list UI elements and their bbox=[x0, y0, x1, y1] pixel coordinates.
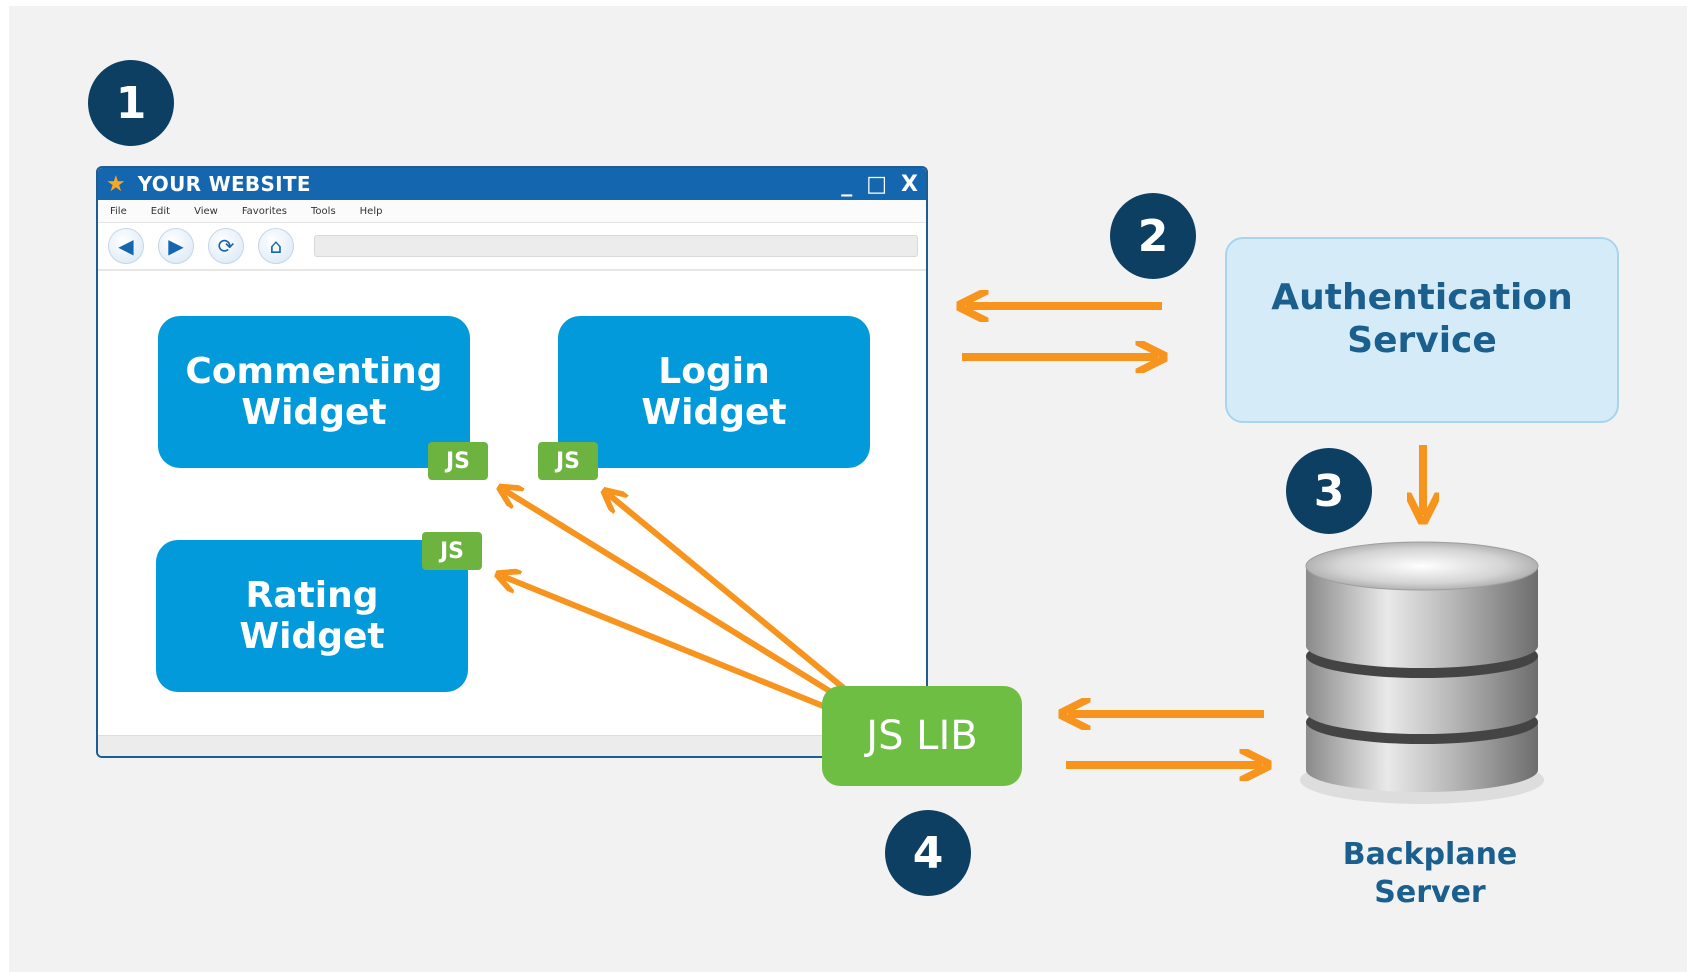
step-badge-4: 4 bbox=[885, 810, 971, 896]
database-server-icon bbox=[1300, 541, 1544, 804]
menu-tools: Tools bbox=[311, 205, 336, 217]
refresh-icon: ⟳ bbox=[208, 228, 244, 264]
browser-title: YOUR WEBSITE bbox=[137, 172, 311, 196]
close-icon: X bbox=[901, 171, 918, 197]
arrow-jslib-to-commenting bbox=[504, 490, 838, 698]
commenting-widget-label: Commenting Widget bbox=[185, 350, 443, 433]
star-icon: ★ bbox=[106, 171, 126, 197]
js-tag-rating: JS bbox=[422, 532, 482, 570]
address-bar bbox=[314, 235, 918, 257]
menu-help: Help bbox=[359, 205, 383, 217]
authentication-service-label: Authentication Service bbox=[1271, 276, 1573, 361]
forward-icon: ▶ bbox=[158, 228, 194, 264]
maximize-icon: □ bbox=[866, 171, 888, 197]
js-tag-login: JS bbox=[538, 442, 598, 480]
browser-menu-bar: File Edit View Favorites Tools Help bbox=[98, 200, 926, 223]
step-badge-3: 3 bbox=[1286, 448, 1372, 534]
rating-widget: Rating Widget bbox=[156, 540, 468, 692]
browser-title-bar: ★ YOUR WEBSITE _ □ X bbox=[98, 168, 926, 200]
menu-favorites: Favorites bbox=[241, 205, 288, 217]
js-tag-commenting: JS bbox=[428, 442, 488, 480]
minimize-icon: _ bbox=[841, 171, 853, 197]
home-icon: ⌂ bbox=[258, 228, 294, 264]
arrow-jslib-to-login bbox=[608, 494, 848, 693]
back-icon: ◀ bbox=[108, 228, 144, 264]
menu-file: File bbox=[110, 205, 127, 217]
menu-view: View bbox=[194, 205, 218, 217]
js-lib-label: JS LIB bbox=[866, 713, 978, 759]
js-lib-box: JS LIB bbox=[822, 686, 1022, 786]
commenting-widget: Commenting Widget bbox=[158, 316, 470, 468]
step-badge-2: 2 bbox=[1110, 193, 1196, 279]
authentication-service-box: Authentication Service bbox=[1225, 237, 1619, 423]
arrow-jslib-to-rating bbox=[502, 576, 830, 711]
browser-status-bar bbox=[98, 735, 926, 756]
login-widget: Login Widget bbox=[558, 316, 870, 468]
rating-widget-label: Rating Widget bbox=[239, 574, 385, 657]
login-widget-label: Login Widget bbox=[641, 350, 787, 433]
browser-toolbar: ◀ ▶ ⟳ ⌂ bbox=[98, 223, 926, 271]
step-badge-1: 1 bbox=[88, 60, 174, 146]
menu-edit: Edit bbox=[150, 205, 171, 217]
backplane-server-label: Backplane Server bbox=[1342, 837, 1518, 910]
